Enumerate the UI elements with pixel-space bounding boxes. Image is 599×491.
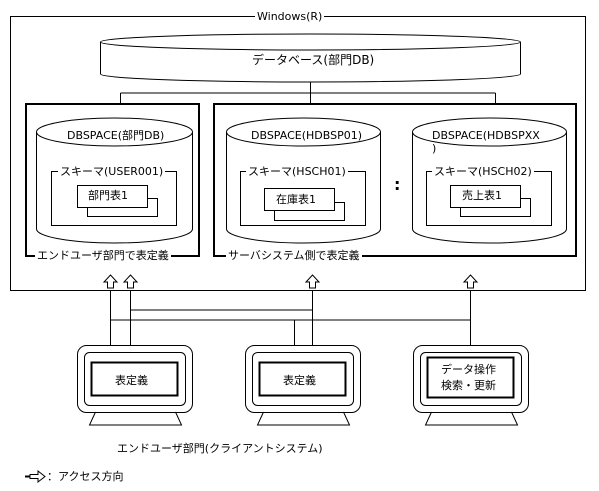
- table-box-1: [77, 185, 148, 208]
- monitor-2-inner: [252, 352, 354, 406]
- server-group-box: [213, 103, 577, 257]
- dbspace-label-2: DBSPACE(HDBSP01): [251, 129, 362, 142]
- database-cylinder: [100, 33, 521, 83]
- dbspace-label-1: DBSPACE(部門DB): [67, 129, 165, 142]
- monitor-1-outer: [77, 345, 193, 413]
- server-group-label: サーバシステム側で表定義: [226, 249, 362, 262]
- windows-title: Windows(R): [255, 10, 325, 23]
- dbspace-label-3: DBSPACE(HDBSPXX: [432, 129, 540, 142]
- table-label-3: 売上表1: [462, 189, 502, 202]
- schema-label-2: スキーマ(HSCH01): [246, 165, 348, 178]
- monitor-3-outer: [413, 345, 529, 413]
- db-connector: [120, 82, 496, 104]
- monitor-2-screen: [258, 361, 347, 397]
- clients-caption: エンドユーザ部門(クライアントシステム): [117, 442, 323, 455]
- table-label-1: 部門表1: [88, 189, 128, 202]
- terminal-3-line1: データ操作: [441, 363, 496, 376]
- table-box-3: [450, 185, 521, 208]
- terminal-3-line2: 検索・更新: [441, 379, 496, 392]
- monitor-1-inner: [84, 352, 186, 406]
- end-user-group-label: エンドユーザ部門で表定義: [35, 249, 171, 262]
- network-lines: [110, 290, 471, 345]
- dbspace-cylinder-3: [412, 117, 567, 244]
- dbspace-cylinder-2: [226, 117, 381, 244]
- monitor-1-stand: [88, 411, 183, 426]
- monitor-2-outer: [245, 345, 361, 413]
- access-arrow-4: [462, 274, 479, 289]
- terminal-1-text: 表定義: [115, 374, 148, 387]
- access-arrow-1: [102, 274, 119, 289]
- monitor-3-screen: [426, 356, 515, 399]
- schema-label-1: スキーマ(USER001): [58, 165, 166, 178]
- legend-text: ：アクセス方向: [47, 470, 124, 483]
- access-arrow-2: [122, 274, 139, 289]
- dbspace-cylinder-1: [36, 117, 193, 244]
- access-arrow-3: [304, 274, 321, 289]
- monitor-2-stand: [256, 411, 351, 426]
- database-label: データベース(部門DB): [252, 53, 375, 67]
- ellipsis-dots: :: [394, 175, 401, 194]
- table-label-2: 在庫表1: [276, 193, 316, 206]
- monitor-3-stand: [424, 411, 519, 426]
- dbspace-label-3-cont: ): [432, 142, 437, 155]
- legend-arrow-icon: [29, 469, 46, 484]
- monitor-1-screen: [90, 361, 179, 397]
- table-box-2: [264, 188, 335, 211]
- terminal-2-text: 表定義: [283, 374, 316, 387]
- monitor-3-inner: [420, 352, 522, 406]
- schema-label-3: スキーマ(HSCH02): [432, 165, 534, 178]
